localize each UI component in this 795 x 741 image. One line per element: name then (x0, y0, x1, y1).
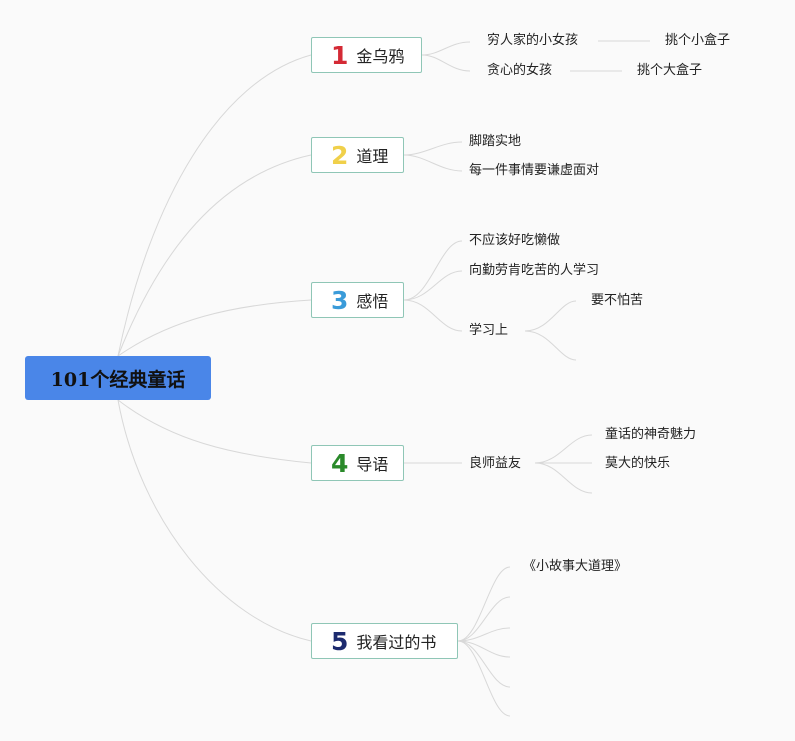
leaf-3-2[interactable]: 向勤劳肯吃苦的人学习 (469, 263, 600, 278)
branch-2[interactable]: 2 道理 (311, 137, 404, 173)
leaf-3-1[interactable]: 不应该好吃懒做 (469, 233, 561, 248)
branch-4-label: 导语 (356, 455, 389, 474)
leaf-4-1[interactable]: 良师益友 (469, 456, 522, 471)
leaf-4-1-1[interactable]: 童话的神奇魅力 (605, 427, 697, 442)
leaf-2-1[interactable]: 脚踏实地 (469, 134, 522, 149)
leaf-5-1[interactable]: 《小故事大道理》 (523, 559, 628, 574)
number-4-icon: 4 (331, 448, 349, 478)
branch-5[interactable]: 5 我看过的书 (311, 623, 458, 659)
leaf-1-2-1[interactable]: 挑个大盒子 (637, 63, 703, 78)
leaf-2-2[interactable]: 每一件事情要谦虚面对 (469, 163, 600, 178)
leaf-1-1-1[interactable]: 挑个小盒子 (665, 33, 731, 48)
number-3-icon: 3 (331, 285, 349, 315)
branch-3-label: 感悟 (356, 292, 389, 311)
branch-5-label: 我看过的书 (356, 633, 437, 652)
leaf-3-3-1[interactable]: 要不怕苦 (591, 293, 644, 308)
branch-4[interactable]: 4 导语 (311, 445, 404, 481)
branch-1[interactable]: 1 金乌鸦 (311, 37, 422, 73)
number-2-icon: 2 (331, 140, 349, 170)
leaf-1-1[interactable]: 穷人家的小女孩 (487, 33, 579, 48)
branch-3[interactable]: 3 感悟 (311, 282, 404, 318)
leaf-1-2[interactable]: 贪心的女孩 (487, 63, 553, 78)
root-topic[interactable]: 101个经典童话 (25, 356, 211, 400)
leaf-3-3[interactable]: 学习上 (469, 323, 509, 338)
number-1-icon: 1 (331, 40, 349, 70)
number-5-icon: 5 (331, 626, 349, 656)
leaf-4-1-2[interactable]: 莫大的快乐 (605, 456, 671, 471)
branch-1-label: 金乌鸦 (356, 47, 405, 66)
branch-2-label: 道理 (356, 147, 389, 166)
